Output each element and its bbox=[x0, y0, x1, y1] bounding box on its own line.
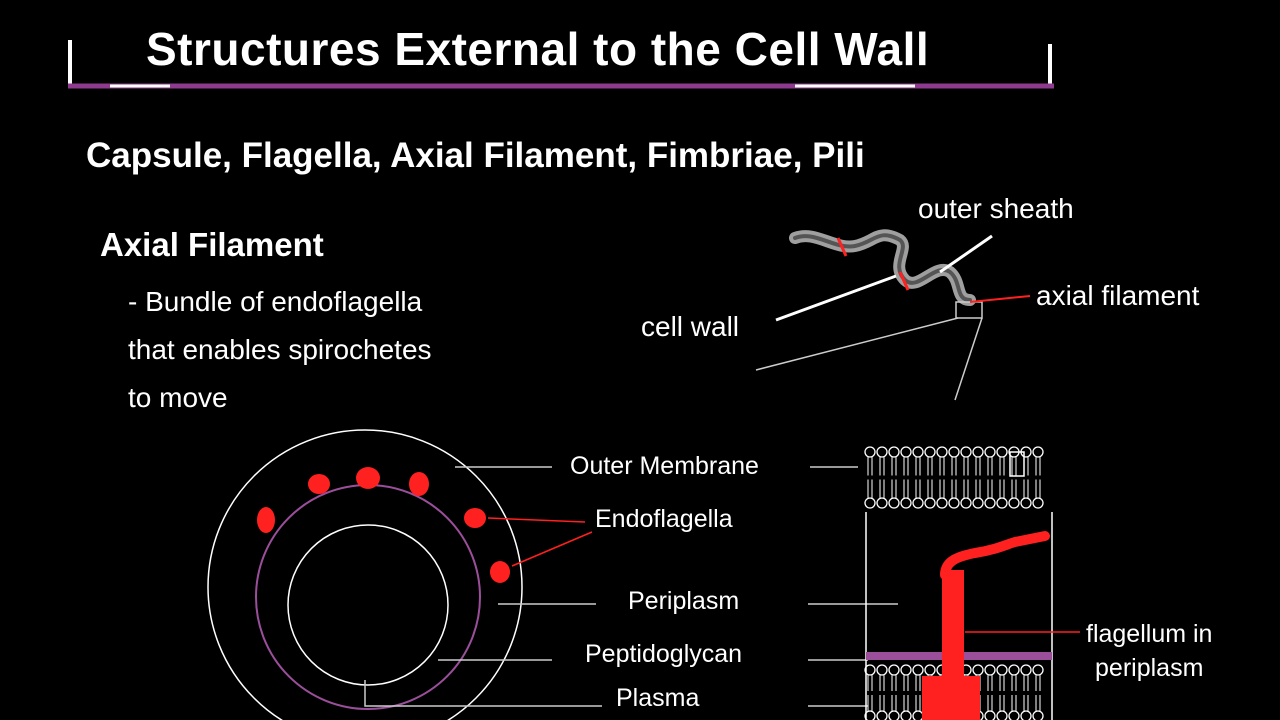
label-outer-sheath: outer sheath bbox=[918, 193, 1074, 224]
slide-subtitle: Capsule, Flagella, Axial Filament, Fimbr… bbox=[86, 136, 865, 175]
label-outer-membrane: Outer Membrane bbox=[570, 452, 759, 480]
label-cell-wall: cell wall bbox=[641, 311, 740, 342]
title-bracket bbox=[68, 40, 1054, 89]
label-axial-filament: axial filament bbox=[1036, 280, 1200, 311]
label-flagellum-line1: flagellum in bbox=[1086, 620, 1213, 648]
spirochete-drawing bbox=[755, 229, 1031, 401]
membrane-detail bbox=[808, 446, 1080, 720]
bullet-line: that enables spirochetes bbox=[128, 334, 432, 365]
label-endoflagella: Endoflagella bbox=[595, 505, 733, 533]
bullet-line: to move bbox=[128, 382, 228, 413]
label-flagellum-in-periplasm: flagellum in periplasm bbox=[1086, 617, 1212, 685]
bullet-line: - Bundle of endoflagella bbox=[128, 286, 423, 317]
section-heading: Axial Filament bbox=[100, 226, 324, 263]
slide-title: Structures External to the Cell Wall bbox=[146, 23, 930, 75]
label-periplasm: Periplasm bbox=[628, 587, 740, 615]
label-peptidoglycan: Peptidoglycan bbox=[585, 640, 743, 668]
cross-section-ring bbox=[207, 429, 602, 720]
label-plasma: Plasma bbox=[616, 684, 700, 712]
label-flagellum-line2: periplasm bbox=[1095, 654, 1204, 682]
